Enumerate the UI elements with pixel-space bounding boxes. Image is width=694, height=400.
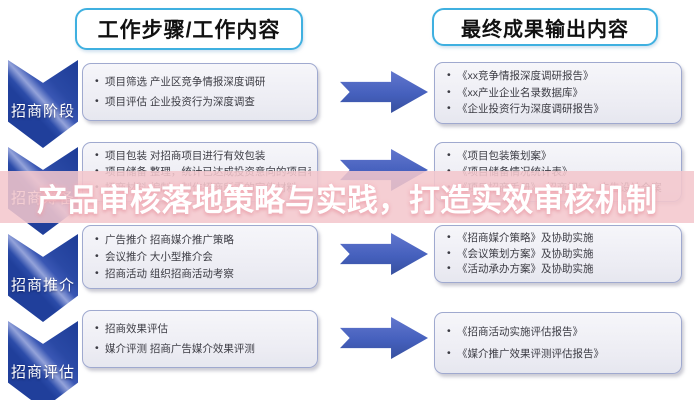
- bullet-item: 《招商活动实施评估报告》: [447, 326, 675, 338]
- bullet-list: 招商效果评估媒介评测 招商广告媒介效果评测: [83, 311, 317, 367]
- stage-label: 招商评估: [10, 364, 75, 382]
- bullet-item: 《项目包装策划案》: [447, 150, 675, 162]
- headline-title: 产品审核落地策略与实践，打造实效审核机制: [37, 182, 657, 218]
- bullet-item: 会议推介 大小型推介会: [95, 251, 311, 263]
- bullet-item: 项目包装 对招商项目进行有效包装: [95, 150, 311, 162]
- bullet-item: 《xx竞争情报深度调研报告》: [447, 70, 675, 82]
- stage-chevron-icon: 招商评估: [8, 321, 78, 400]
- bullet-item: 媒介评测 招商广告媒介效果评测: [95, 343, 311, 355]
- bullet-item: 《会议策划方案》及协助实施: [447, 248, 675, 260]
- bullet-list: 项目筛选 产业区竞争情报深度调研项目评估 企业投资行为深度调查: [83, 64, 317, 120]
- bullet-item: 《企业投资行为深度调研报告》: [447, 103, 675, 115]
- bullet-item: 项目评估 企业投资行为深度调查: [95, 96, 311, 108]
- bullet-item: 《招商媒介策略》及协助实施: [447, 232, 675, 244]
- bullet-list: 广告推介 招商媒介推广策略会议推介 大小型推介会招商活动 组织招商活动考察: [83, 226, 317, 288]
- bullet-item: 《xx产业企业名录数据库》: [447, 87, 675, 99]
- stage-chevron-icon: 招商推介: [8, 234, 78, 322]
- output-box: 《xx竞争情报深度调研报告》《xx产业企业名录数据库》《企业投资行为深度调研报告…: [434, 62, 682, 124]
- bullet-list: 《招商媒介策略》及协助实施《会议策划方案》及协助实施《活动承办方案》及协助实施: [435, 226, 681, 282]
- final-output-header: 最终成果输出内容: [432, 8, 658, 46]
- work-content-box: 招商效果评估媒介评测 招商广告媒介效果评测: [82, 310, 318, 368]
- bullet-list: 《招商活动实施评估报告》《媒介推广效果评测评估报告》: [435, 313, 681, 373]
- bullet-list: 《xx竞争情报深度调研报告》《xx产业企业名录数据库》《企业投资行为深度调研报告…: [435, 63, 681, 123]
- flow-arrow-icon: [340, 233, 428, 275]
- bullet-item: 招商活动 组织招商活动考察: [95, 268, 311, 280]
- headline-band: 产品审核落地策略与实践，打造实效审核机制: [0, 171, 694, 223]
- stage-chevron-icon: 招商阶段: [8, 60, 78, 148]
- work-content-box: 项目筛选 产业区竞争情报深度调研项目评估 企业投资行为深度调查: [82, 63, 318, 121]
- bullet-item: 项目筛选 产业区竞争情报深度调研: [95, 76, 311, 88]
- stage-label: 招商推介: [10, 277, 75, 295]
- flow-arrow-icon: [340, 71, 428, 113]
- bullet-item: 《媒介推广效果评测评估报告》: [447, 348, 675, 360]
- output-box: 《招商活动实施评估报告》《媒介推广效果评测评估报告》: [434, 312, 682, 374]
- stage-label: 招商阶段: [10, 103, 75, 121]
- work-steps-header: 工作步骤/工作内容: [75, 8, 303, 50]
- work-content-box: 广告推介 招商媒介推广策略会议推介 大小型推介会招商活动 组织招商活动考察: [82, 225, 318, 289]
- bullet-item: 广告推介 招商媒介推广策略: [95, 234, 311, 246]
- output-box: 《招商媒介策略》及协助实施《会议策划方案》及协助实施《活动承办方案》及协助实施: [434, 225, 682, 283]
- bullet-item: 招商效果评估: [95, 323, 311, 335]
- bullet-item: 《活动承办方案》及协助实施: [447, 263, 675, 275]
- flow-arrow-icon: [340, 317, 428, 359]
